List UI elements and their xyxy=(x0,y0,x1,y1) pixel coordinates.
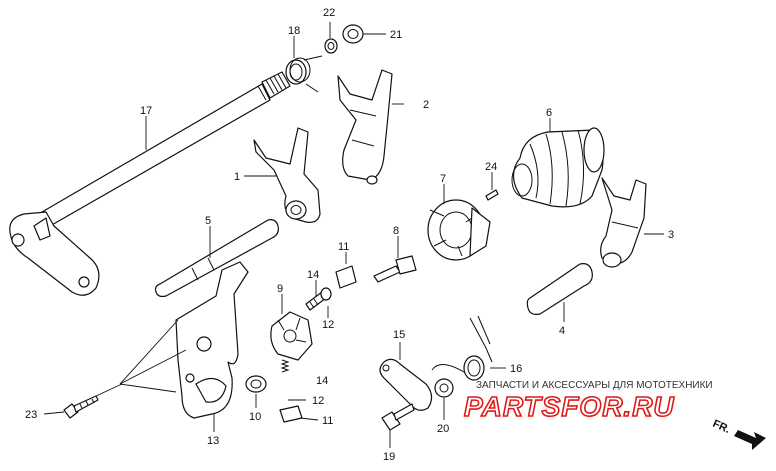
part-2-shift-fork xyxy=(337,69,393,185)
part-12-spring-upper xyxy=(320,287,332,301)
watermark-logo: PARTSFOR.RU xyxy=(464,391,675,422)
callout-6: 6 xyxy=(546,107,552,119)
part-11-stopper-upper xyxy=(335,265,357,289)
callout-11-upper: 11 xyxy=(338,241,349,253)
part-16-spring xyxy=(431,315,493,381)
part-5-fork-shaft xyxy=(154,219,279,298)
part-9-drum-center xyxy=(270,311,313,361)
part-3-shift-fork xyxy=(600,177,647,268)
callout-12-upper: 12 xyxy=(322,319,334,331)
part-6-shift-drum xyxy=(511,127,605,208)
part-8-bolt xyxy=(373,255,417,283)
part-13-guide-plate xyxy=(175,261,249,419)
part-19-bolt xyxy=(381,403,415,431)
callout-5: 5 xyxy=(205,215,211,227)
part-7-drum-plate xyxy=(427,199,491,261)
part-24-dowel-pin xyxy=(485,189,499,201)
callout-2: 2 xyxy=(423,99,429,111)
callout-8: 8 xyxy=(393,225,399,237)
part-4-fork-shaft xyxy=(526,263,593,315)
part-21-washer xyxy=(342,24,364,44)
callout-labels: 17 18 22 21 1 2 6 24 7 8 5 11 14 9 12 3 … xyxy=(25,7,674,463)
callout-14-lower: 14 xyxy=(316,375,328,387)
callout-18: 18 xyxy=(288,25,300,37)
part-10-collar xyxy=(245,375,267,393)
leader-lines xyxy=(43,22,664,448)
part-23-bolt xyxy=(63,395,99,419)
part-18-return-spring xyxy=(285,55,323,93)
callout-1: 1 xyxy=(234,171,240,183)
callout-10: 10 xyxy=(249,411,261,423)
watermark-tagline: ЗАПЧАСТИ И АКСЕССУАРЫ ДЛЯ МОТОТЕХНИКИ xyxy=(476,380,713,391)
callout-9: 9 xyxy=(277,283,283,295)
part-17-gearshift-spindle xyxy=(9,71,291,296)
callout-22: 22 xyxy=(323,7,335,19)
part-22-collar xyxy=(324,38,338,54)
part-12-spring-lower xyxy=(280,359,290,373)
part-11-stopper-lower xyxy=(279,405,303,423)
callout-15: 15 xyxy=(393,329,405,341)
callout-14-upper: 14 xyxy=(307,269,319,281)
callout-4: 4 xyxy=(559,325,565,337)
callout-17: 17 xyxy=(140,105,152,117)
arrow-right-icon xyxy=(734,430,766,450)
front-direction-marker: FR. xyxy=(711,418,766,450)
callout-24: 24 xyxy=(485,161,497,173)
callout-19: 19 xyxy=(383,451,395,463)
callout-3: 3 xyxy=(668,229,674,241)
callout-11-lower: 11 xyxy=(322,415,333,427)
part-20-washer xyxy=(434,378,454,398)
callout-16: 16 xyxy=(510,363,522,375)
callout-13: 13 xyxy=(207,435,219,447)
watermark: ЗАПЧАСТИ И АКСЕССУАРЫ ДЛЯ МОТОТЕХНИКИ PA… xyxy=(463,380,713,423)
part-15-shift-arm xyxy=(379,358,433,411)
callout-20: 20 xyxy=(437,423,449,435)
part-1-shift-fork xyxy=(253,127,321,223)
callout-21: 21 xyxy=(390,29,402,41)
callout-7: 7 xyxy=(440,173,446,185)
front-label: FR. xyxy=(711,418,732,436)
callout-23: 23 xyxy=(25,409,37,421)
callout-12-lower: 12 xyxy=(312,395,324,407)
